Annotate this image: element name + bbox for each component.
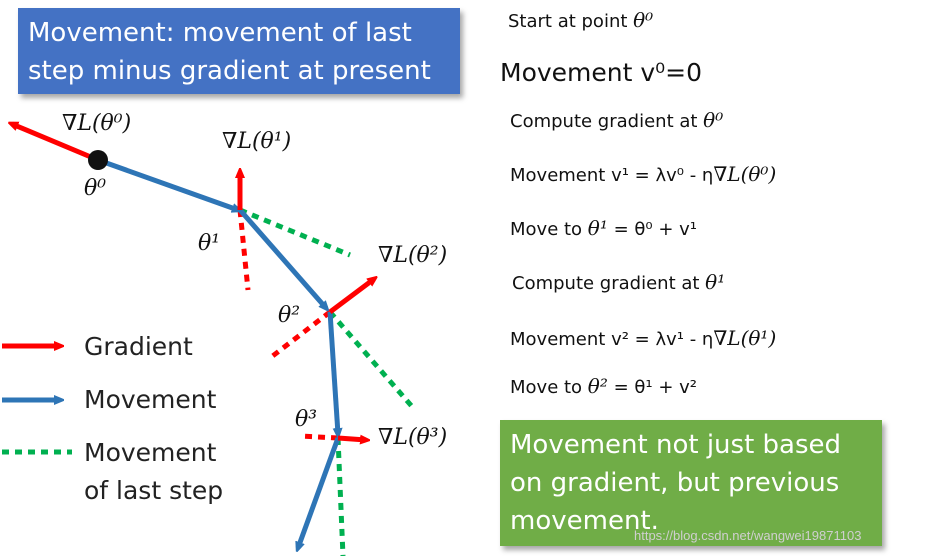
legend-gradient-label: Gradient — [84, 332, 193, 361]
legend-movement-label: Movement — [84, 385, 217, 414]
grad3-label: ∇L(θ³) — [378, 425, 447, 450]
watermark: https://blog.csdn.net/wangwei19871103 — [634, 528, 862, 543]
theta3-label: θ³ — [295, 407, 317, 432]
legend-last-step-label: Movement of last step — [84, 438, 224, 505]
movement-arrow-2 — [238, 208, 326, 308]
movement-arrow-3 — [327, 311, 338, 434]
grad1-label: ∇L(θ¹) — [222, 129, 291, 154]
step-movement2: Movement v² = λv¹ - η∇L(θ¹) — [510, 326, 777, 350]
bottom-explanation-box: Movement not just based on gradient, but… — [500, 420, 882, 546]
step-compute1: Compute gradient at θ¹ — [512, 270, 726, 294]
start-point — [88, 150, 108, 170]
neg-gradient-line-1 — [237, 209, 251, 291]
grad0-label: ∇L(θ⁰) — [62, 111, 131, 136]
last-step-line-1 — [239, 207, 351, 258]
neg-gradient-line-3 — [299, 433, 339, 441]
step-start: Start at point θ⁰ — [508, 8, 654, 32]
theta0-label: θ⁰ — [84, 176, 106, 201]
grad2-label: ∇L(θ²) — [378, 243, 447, 268]
gradient-arrow-3 — [337, 438, 366, 440]
last-step-line-3 — [335, 437, 346, 556]
gradient-arrow-2 — [328, 279, 374, 314]
bottom-explanation-text: Movement not just based on gradient, but… — [510, 430, 842, 536]
step-movement0: Movement v⁰=0 — [500, 58, 703, 87]
step-move2: Move to θ² = θ¹ + v² — [510, 374, 698, 398]
step-movement1: Movement v¹ = λv⁰ - η∇L(θ⁰) — [510, 162, 777, 186]
step-move1: Move to θ¹ = θ⁰ + v¹ — [510, 216, 698, 240]
gradient-arrow-0 — [12, 124, 99, 163]
step-compute0: Compute gradient at θ⁰ — [510, 108, 724, 132]
movement-arrow-4 — [298, 437, 341, 548]
last-step-line-2 — [328, 310, 417, 412]
top-explanation-text: Movement: movement of last step minus gr… — [28, 18, 431, 86]
theta2-label: θ² — [278, 303, 300, 328]
top-explanation-box: Movement: movement of last step minus gr… — [18, 8, 460, 94]
movement-arrow-1 — [97, 157, 238, 210]
theta1-label: θ¹ — [198, 231, 220, 256]
